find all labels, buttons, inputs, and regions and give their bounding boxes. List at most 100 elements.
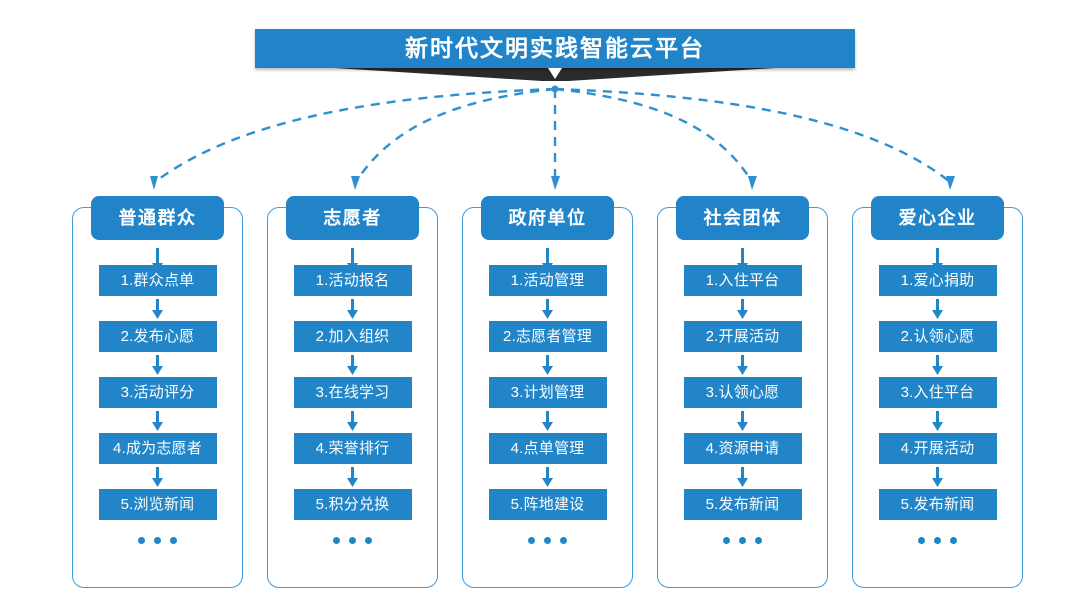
step-label: 2.加入组织 <box>315 328 390 345</box>
column-header-ordinary-public[interactable]: 普通群众 <box>91 196 224 240</box>
step-label: 3.入住平台 <box>900 384 975 401</box>
step-box[interactable]: 2.发布心愿 <box>98 321 217 352</box>
step-box[interactable]: 3.入住平台 <box>878 377 997 408</box>
ellipsis-dot <box>918 537 925 544</box>
step-item[interactable]: 2.认领心愿 <box>840 321 1035 352</box>
step-arrow-icon <box>645 296 840 321</box>
step-label: 2.志愿者管理 <box>503 328 592 345</box>
step-label: 5.阵地建设 <box>510 496 585 513</box>
step-item[interactable]: 1.入住平台 <box>645 265 840 296</box>
step-box[interactable]: 4.开展活动 <box>878 433 997 464</box>
step-item[interactable]: 5.发布新闻 <box>645 489 840 520</box>
step-arrow-icon <box>60 408 255 433</box>
step-label: 4.点单管理 <box>510 440 585 457</box>
step-item[interactable]: 5.积分兑换 <box>255 489 450 520</box>
step-box[interactable]: 3.活动评分 <box>98 377 217 408</box>
step-box[interactable]: 1.爱心捐助 <box>878 265 997 296</box>
step-box[interactable]: 3.在线学习 <box>293 377 412 408</box>
step-box[interactable]: 1.活动报名 <box>293 265 412 296</box>
step-item[interactable]: 4.资源申请 <box>645 433 840 464</box>
step-box[interactable]: 2.加入组织 <box>293 321 412 352</box>
arrow-head <box>932 478 943 487</box>
step-label: 2.认领心愿 <box>900 328 975 345</box>
step-label: 1.爱心捐助 <box>900 272 975 289</box>
step-box[interactable]: 2.认领心愿 <box>878 321 997 352</box>
step-item[interactable]: 5.发布新闻 <box>840 489 1035 520</box>
arrow-shaft <box>156 467 159 480</box>
step-item[interactable]: 4.开展活动 <box>840 433 1035 464</box>
column-header-charity-enterprise[interactable]: 爱心企业 <box>871 196 1004 240</box>
step-item[interactable]: 2.发布心愿 <box>60 321 255 352</box>
step-item[interactable]: 1.活动报名 <box>255 265 450 296</box>
column-header-volunteer[interactable]: 志愿者 <box>286 196 419 240</box>
step-label: 3.活动评分 <box>120 384 195 401</box>
column-header-government-unit[interactable]: 政府单位 <box>481 196 614 240</box>
arrow-head <box>737 478 748 487</box>
step-box[interactable]: 2.志愿者管理 <box>488 321 607 352</box>
arrow-head <box>542 310 553 319</box>
column-header-social-group[interactable]: 社会团体 <box>676 196 809 240</box>
arrow-shaft <box>741 411 744 424</box>
step-box[interactable]: 1.群众点单 <box>98 265 217 296</box>
step-item[interactable]: 3.入住平台 <box>840 377 1035 408</box>
arrow-shaft <box>351 248 354 265</box>
step-item[interactable]: 2.开展活动 <box>645 321 840 352</box>
step-item[interactable]: 2.志愿者管理 <box>450 321 645 352</box>
arrow-head <box>932 310 943 319</box>
step-label: 5.浏览新闻 <box>120 496 195 513</box>
step-item[interactable]: 5.浏览新闻 <box>60 489 255 520</box>
step-arrow-icon <box>840 352 1035 377</box>
step-box[interactable]: 4.成为志愿者 <box>98 433 217 464</box>
step-box[interactable]: 5.积分兑换 <box>293 489 412 520</box>
arrow-shaft <box>156 248 159 265</box>
step-box[interactable]: 3.计划管理 <box>488 377 607 408</box>
step-box[interactable]: 1.活动管理 <box>488 265 607 296</box>
step-list: 1.群众点单 2.发布心愿 3.活动评分 4.成为志愿者 5.浏览新闻 <box>60 265 255 520</box>
step-label: 5.发布新闻 <box>900 496 975 513</box>
arrow-head <box>737 422 748 431</box>
step-box[interactable]: 3.认领心愿 <box>683 377 802 408</box>
step-item[interactable]: 1.群众点单 <box>60 265 255 296</box>
step-label: 2.发布心愿 <box>120 328 195 345</box>
step-arrow-icon <box>450 464 645 489</box>
step-box[interactable]: 4.荣誉排行 <box>293 433 412 464</box>
step-item[interactable]: 1.爱心捐助 <box>840 265 1035 296</box>
step-item[interactable]: 1.活动管理 <box>450 265 645 296</box>
step-item[interactable]: 3.认领心愿 <box>645 377 840 408</box>
column-header-label: 爱心企业 <box>898 208 977 228</box>
step-box[interactable]: 4.资源申请 <box>683 433 802 464</box>
step-item[interactable]: 4.成为志愿者 <box>60 433 255 464</box>
arrow-head <box>542 478 553 487</box>
arrow-head <box>737 366 748 375</box>
step-box[interactable]: 5.发布新闻 <box>683 489 802 520</box>
step-arrow-icon <box>255 464 450 489</box>
step-box[interactable]: 5.发布新闻 <box>878 489 997 520</box>
step-box[interactable]: 2.开展活动 <box>683 321 802 352</box>
step-label: 3.认领心愿 <box>705 384 780 401</box>
step-box[interactable]: 4.点单管理 <box>488 433 607 464</box>
step-item[interactable]: 3.计划管理 <box>450 377 645 408</box>
step-list: 1.活动管理 2.志愿者管理 3.计划管理 4.点单管理 5.阵地建设 <box>450 265 645 520</box>
ellipsis-dot <box>365 537 372 544</box>
arrow-shaft <box>546 299 549 312</box>
step-label: 3.在线学习 <box>315 384 390 401</box>
step-item[interactable]: 4.点单管理 <box>450 433 645 464</box>
step-label: 4.资源申请 <box>705 440 780 457</box>
arrow-shaft <box>741 355 744 368</box>
step-item[interactable]: 3.活动评分 <box>60 377 255 408</box>
more-items-ellipsis <box>840 537 1035 544</box>
step-item[interactable]: 4.荣誉排行 <box>255 433 450 464</box>
more-items-ellipsis <box>645 537 840 544</box>
step-box[interactable]: 5.浏览新闻 <box>98 489 217 520</box>
page-title: 新时代文明实践智能云平台 <box>405 35 705 61</box>
step-item[interactable]: 2.加入组织 <box>255 321 450 352</box>
step-arrow-icon <box>450 408 645 433</box>
step-item[interactable]: 3.在线学习 <box>255 377 450 408</box>
step-item[interactable]: 5.阵地建设 <box>450 489 645 520</box>
step-label: 1.群众点单 <box>120 272 195 289</box>
step-box[interactable]: 5.阵地建设 <box>488 489 607 520</box>
step-label: 4.荣誉排行 <box>315 440 390 457</box>
step-box[interactable]: 1.入住平台 <box>683 265 802 296</box>
step-arrow-icon <box>255 352 450 377</box>
